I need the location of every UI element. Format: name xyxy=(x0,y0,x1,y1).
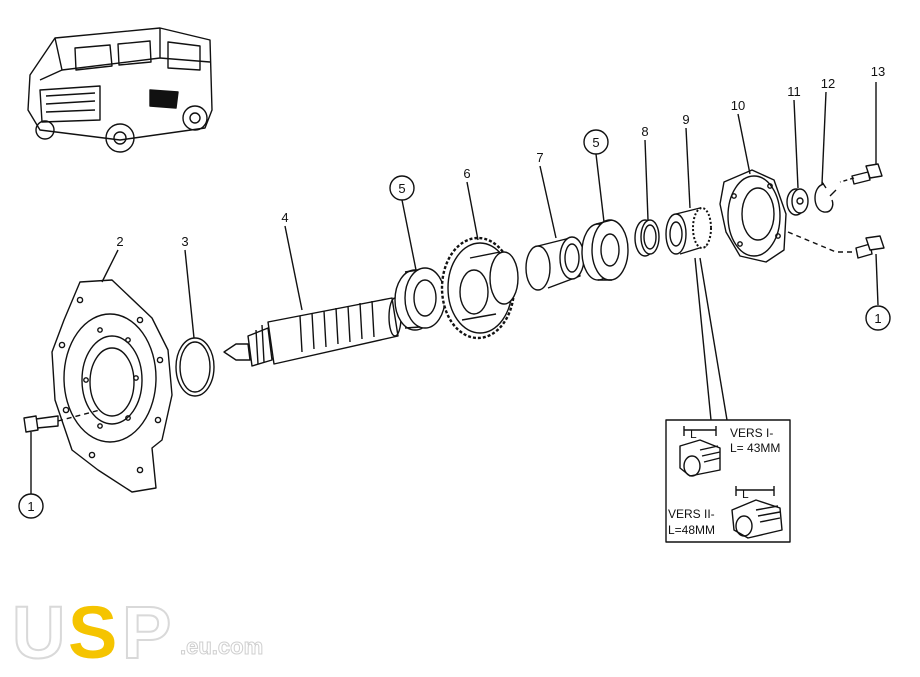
part-13-bolt-upper xyxy=(839,82,883,185)
part-6-gear xyxy=(440,236,519,340)
part-2-flange-plate xyxy=(51,279,173,493)
callout-8: 8 xyxy=(641,124,648,139)
part-7-sleeve xyxy=(525,236,585,291)
part-5-bearing-right xyxy=(581,219,629,281)
usp-logo: U S P .eu.com xyxy=(11,591,312,674)
part-1-bolt-right xyxy=(787,231,885,306)
part-1-bolt-left xyxy=(23,409,101,494)
logo-letter-u: U xyxy=(11,591,66,674)
callout-7: 7 xyxy=(536,150,543,165)
inset-version-1-line-2: L= 43MM xyxy=(730,441,780,455)
part-4-splined-shaft xyxy=(223,297,402,367)
vehicle-illustration xyxy=(27,27,213,153)
part-10-cover-plate xyxy=(719,169,787,263)
logo-letter-s: S xyxy=(68,591,118,674)
callout-5-left: 5 xyxy=(398,181,405,196)
callout-1-right: 1 xyxy=(874,311,881,326)
callout-10: 10 xyxy=(731,98,745,113)
logo-letter-p: P xyxy=(121,591,172,674)
callout-4: 4 xyxy=(281,210,288,225)
callout-3: 3 xyxy=(181,234,188,249)
inset-version-2-line-2: L=48MM xyxy=(668,523,715,537)
part-3-o-ring xyxy=(175,337,215,397)
callout-5-right: 5 xyxy=(592,135,599,150)
callout-9: 9 xyxy=(682,112,689,127)
logo-domain: .eu.com xyxy=(179,634,264,660)
callout-1-left: 1 xyxy=(27,499,34,514)
callout-12: 12 xyxy=(821,76,835,91)
inset-dimension-letter-1: L xyxy=(690,427,697,441)
callout-2: 2 xyxy=(116,234,123,249)
callout-markers xyxy=(18,91,891,519)
inset-leader-lines xyxy=(694,257,728,421)
version-inset-box xyxy=(665,419,791,543)
inset-dimension-letter-2: L xyxy=(742,487,749,501)
part-5-bearing-left xyxy=(394,267,446,331)
inset-version-1-line-1: VERS I- xyxy=(730,426,773,440)
callout-6: 6 xyxy=(463,166,470,181)
part-12-circlip xyxy=(814,181,837,213)
callout-13: 13 xyxy=(871,64,885,79)
inset-version-2-line-1: VERS II- xyxy=(668,507,715,521)
part-8-spacer-ring xyxy=(634,219,660,257)
part-9-splined-coupling xyxy=(665,207,712,255)
part-11-washer xyxy=(786,188,809,216)
callout-11: 11 xyxy=(787,84,801,99)
